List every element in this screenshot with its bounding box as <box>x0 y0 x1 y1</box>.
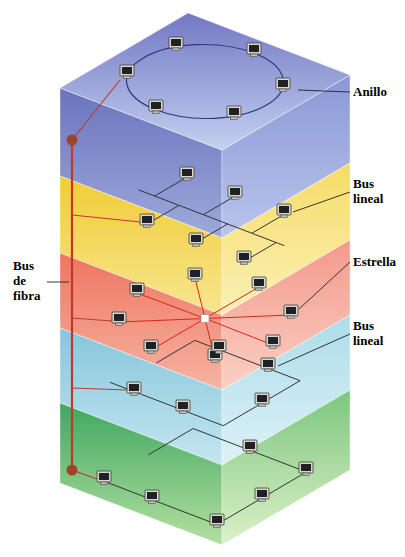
layer-label: Bus lineal <box>352 176 400 206</box>
leader-lines <box>47 90 350 366</box>
ring-network <box>95 29 315 133</box>
star-hub <box>201 315 209 323</box>
fibre-node <box>67 465 78 476</box>
layer-label: Bus de fibra <box>12 258 46 303</box>
bus-network <box>104 429 307 525</box>
bus-network <box>110 337 300 425</box>
layer-label: Anillo <box>352 84 388 99</box>
bus-network <box>107 171 317 264</box>
star-network <box>119 278 291 359</box>
layer-label: Estrella <box>352 254 397 269</box>
fibre-node <box>67 135 78 146</box>
fibre-bus <box>72 80 140 479</box>
floor-slabs <box>60 13 350 545</box>
computer-icons <box>97 37 313 528</box>
layer-label: Bus lineal <box>352 318 400 348</box>
